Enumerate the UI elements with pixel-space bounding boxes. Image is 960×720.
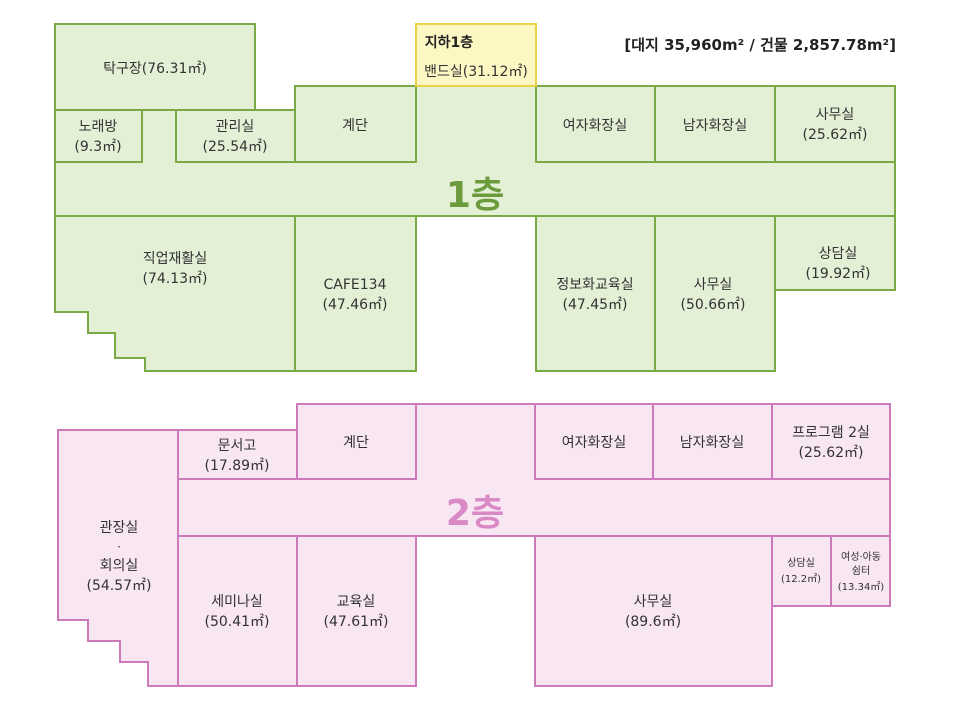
floor-2-stairs[interactable]	[296, 403, 417, 480]
room-shelter[interactable]	[830, 535, 891, 607]
room-archive-area: (17.89㎡)	[204, 458, 269, 474]
room-education-area: (47.61㎡)	[323, 614, 388, 630]
room-vocational-rehab-label: 직업재활실	[143, 251, 207, 267]
room-karaoke-label: 노래방	[79, 119, 118, 135]
room-seminar[interactable]	[177, 535, 298, 687]
floor-1-mens-restroom[interactable]	[654, 85, 776, 163]
floor-2-counseling-label: 상담실	[787, 557, 815, 569]
room-shelter-area: (13.34㎡)	[838, 581, 885, 593]
floor-1-womens-restroom-label: 여자화장실	[563, 118, 627, 134]
room-table-tennis-label: 탁구장(76.31㎡)	[103, 61, 207, 77]
room-cafe-area: (47.46㎡)	[322, 297, 387, 313]
room-karaoke[interactable]	[54, 109, 143, 163]
room-program-2[interactable]	[771, 403, 891, 480]
room-director-label: 관장실	[100, 520, 139, 536]
floor-2-counseling[interactable]	[771, 535, 832, 607]
room-cafe-label: CAFE134	[324, 277, 387, 293]
room-archive[interactable]	[177, 429, 298, 480]
room-program-2-area: (25.62㎡)	[798, 445, 863, 461]
room-director-meeting-area: (54.57㎡)	[86, 578, 151, 594]
basement-floor: 지하1층 밴드실(31.12㎡)	[415, 23, 537, 87]
floor-2-mens-restroom[interactable]	[652, 403, 773, 480]
site-area-info: [대지 35,960m² / 건물 2,857.78m²]	[624, 36, 896, 54]
room-management[interactable]	[175, 109, 296, 163]
floor-1-office-small[interactable]	[774, 85, 896, 163]
room-vocational-rehab[interactable]	[54, 215, 296, 372]
basement-title: 지하1층	[425, 34, 474, 51]
floor-1-office-large[interactable]	[654, 215, 776, 372]
floor-2-office-area: (89.6㎡)	[625, 614, 681, 630]
room-vocational-rehab-area: (74.13㎡)	[142, 271, 207, 287]
floor-2-label: 2층	[446, 493, 504, 534]
floor-1-office-large-label: 사무실	[694, 277, 733, 293]
floor-2-office-label: 사무실	[634, 594, 673, 610]
room-karaoke-area: (9.3㎡)	[74, 139, 121, 155]
room-it-education-label: 정보화교육실	[556, 277, 633, 293]
room-program-2-label: 프로그램 2실	[792, 425, 870, 441]
floor-1-office-small-label: 사무실	[816, 107, 855, 123]
floor-1-womens-restroom[interactable]	[535, 85, 656, 163]
room-seminar-label: 세미나실	[211, 594, 263, 610]
room-education-label: 교육실	[337, 594, 376, 610]
floor-2-office[interactable]	[534, 535, 773, 687]
floor-1-counseling-label: 상담실	[819, 246, 858, 262]
floor-1-label: 1층	[446, 175, 504, 216]
floor-2-counseling-area: (12.2㎡)	[781, 573, 821, 585]
floor-1-mens-restroom-label: 남자화장실	[683, 118, 747, 134]
floor-1-office-large-area: (50.66㎡)	[680, 297, 745, 313]
room-table-tennis[interactable]	[54, 23, 256, 111]
floor-1-stairs[interactable]	[294, 85, 417, 163]
room-meeting-label: 회의실	[100, 558, 139, 574]
room-it-education-area: (47.45㎡)	[562, 297, 627, 313]
room-band-label: 밴드실(31.12㎡)	[424, 64, 528, 80]
room-archive-label: 문서고	[218, 438, 257, 454]
floor-2-mens-restroom-label: 남자화장실	[680, 435, 744, 451]
room-education[interactable]	[296, 535, 417, 687]
room-management-area: (25.54㎡)	[202, 139, 267, 155]
floor-2: 관장실 · 회의실 (54.57㎡) 문서고 (17.89㎡) 계단 여자화장실…	[57, 403, 891, 687]
floor-1-office-small-area: (25.62㎡)	[802, 127, 867, 143]
room-shelter-label-2: 쉼터	[852, 565, 870, 577]
room-cafe[interactable]	[294, 215, 417, 372]
room-shelter-label-1: 여성·아동	[841, 551, 881, 563]
room-it-education[interactable]	[535, 215, 656, 372]
floor-1-counseling[interactable]	[774, 215, 896, 291]
floor-1-stairs-label: 계단	[342, 118, 368, 134]
room-director-dot: ·	[117, 540, 121, 554]
floor-2-womens-restroom-label: 여자화장실	[562, 435, 626, 451]
room-management-label: 관리실	[216, 119, 255, 135]
floor-1: 탁구장(76.31㎡) 노래방 (9.3㎡) 관리실 (25.54㎡) 계단 여…	[54, 23, 896, 372]
room-band[interactable]	[415, 23, 537, 87]
floor-2-stairs-label: 계단	[343, 435, 369, 451]
room-seminar-area: (50.41㎡)	[204, 614, 269, 630]
floor-1-counseling-area: (19.92㎡)	[805, 266, 870, 282]
